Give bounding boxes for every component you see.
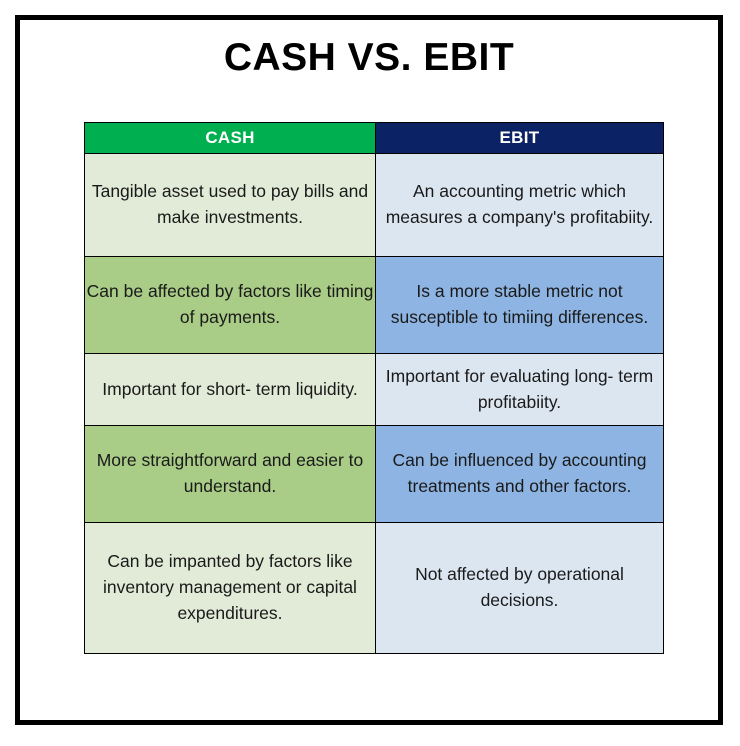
cell-cash-4: More straightforward and easier to under… [84, 425, 376, 523]
cell-ebit-5: Not affected by operational decisions. [375, 522, 664, 654]
table-row: Can be affected by factors like timing o… [84, 256, 664, 354]
cell-ebit-1: An accounting metric which measures a co… [375, 153, 664, 257]
outer-frame-border: CASH VS. EBIT CASH EBIT Tangible asset u… [15, 15, 723, 725]
column-header-cash: CASH [84, 122, 376, 154]
comparison-table-container: CASH EBIT Tangible asset used to pay bil… [84, 122, 664, 654]
column-header-ebit: EBIT [375, 122, 664, 154]
cell-cash-5: Can be impanted by factors like inventor… [84, 522, 376, 654]
cell-ebit-3: Important for evaluating long- term prof… [375, 353, 664, 426]
table-body: Tangible asset used to pay bills and mak… [84, 153, 664, 654]
cell-ebit-4: Can be influenced by accounting treatmen… [375, 425, 664, 523]
table-row: Can be impanted by factors like inventor… [84, 522, 664, 654]
page-title: CASH VS. EBIT [223, 36, 515, 79]
table-row: More straightforward and easier to under… [84, 425, 664, 523]
table-row: Tangible asset used to pay bills and mak… [84, 153, 664, 257]
cell-ebit-2: Is a more stable metric not susceptible … [375, 256, 664, 354]
cell-cash-1: Tangible asset used to pay bills and mak… [84, 153, 376, 257]
table-header: CASH EBIT [84, 122, 664, 154]
table-row: Important for short- term liquidity. Imp… [84, 353, 664, 426]
cell-cash-3: Important for short- term liquidity. [84, 353, 376, 426]
cell-cash-2: Can be affected by factors like timing o… [84, 256, 376, 354]
table-header-row: CASH EBIT [84, 122, 664, 154]
comparison-table: CASH EBIT Tangible asset used to pay bil… [84, 122, 664, 654]
